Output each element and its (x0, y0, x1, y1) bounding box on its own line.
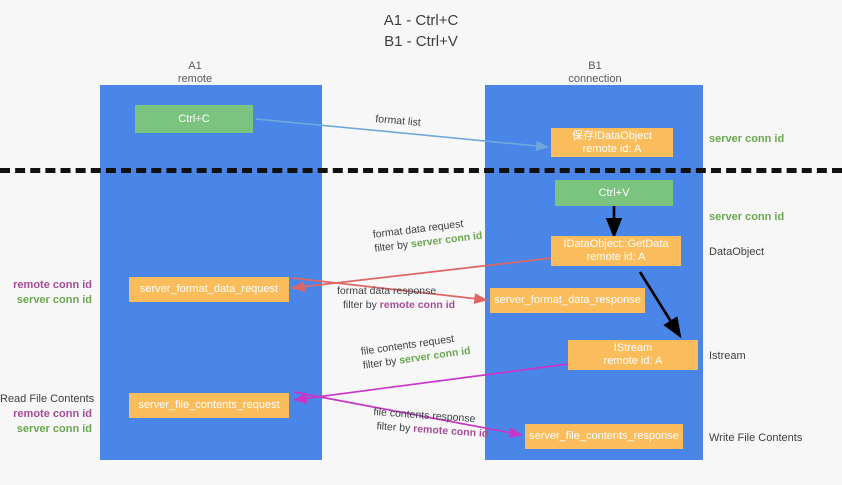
node-server-file-contents-response[interactable]: server_file_contents_response (525, 424, 683, 449)
node-server-file-contents-request[interactable]: server_file_contents_request (129, 393, 289, 418)
edge-label-file-contents-response-filter-prefix: filter by (376, 420, 414, 435)
right-label-write-file-contents: Write File Contents (709, 432, 803, 444)
left-label-block-format-remote: remote conn id (13, 279, 92, 291)
node-istream-line1: IStream (613, 342, 653, 354)
node-server-file-contents-response-label: server_file_contents_response (529, 430, 679, 442)
edge-label-file-contents-response-filter-value: remote conn id (412, 422, 489, 441)
edge-label-format-data-response-filter-prefix: filter by (343, 299, 380, 311)
edge-label-format-data-response-line1: format data response (337, 285, 437, 297)
left-label-block-file: Read File Contents remote conn id server… (0, 392, 95, 437)
node-save-idataobject-line2: remote id: A (582, 142, 642, 155)
node-getdata-line2: remote id: A (586, 251, 646, 263)
node-istream[interactable]: IStream remote id: A (568, 340, 698, 370)
left-label-block-file-server: server conn id (16, 423, 92, 435)
node-save-idataobject[interactable]: 保存IDataObject remote id: A (551, 128, 673, 157)
edge-label-file-contents-request-filter-prefix: filter by (362, 354, 401, 372)
lane-header-b1: B1 connection (568, 60, 622, 85)
left-label-block-file-remote: remote conn id (13, 408, 92, 420)
node-ctrl-v[interactable]: Ctrl+V (555, 180, 673, 206)
left-label-read-file-contents: Read File Contents (0, 393, 95, 405)
edge-label-format-data-request: format data request filter by server con… (372, 215, 483, 256)
right-label-dataobject: DataObject (709, 246, 765, 258)
node-ctrl-c-label: Ctrl+C (178, 112, 210, 125)
edge-label-format-list: format list (374, 112, 422, 129)
left-label-block-format: remote conn id server conn id (0, 278, 92, 308)
node-server-format-data-response[interactable]: server_format_data_response (490, 288, 645, 313)
node-istream-line2: remote id: A (603, 355, 663, 367)
node-server-format-data-response-label: server_format_data_response (494, 294, 641, 306)
node-getdata[interactable]: IDataObject::GetData remote id: A (551, 236, 681, 266)
edge-label-format-data-request-filter-prefix: filter by (373, 238, 412, 255)
node-server-format-data-request-label: server_format_data_request (139, 283, 279, 295)
edge-label-file-contents-request: file contents request filter by server c… (360, 330, 471, 373)
diagram-title: A1 - Ctrl+C B1 - Ctrl+V (383, 12, 459, 50)
edge-label-file-contents-response: file contents response filter by remote … (372, 405, 490, 441)
node-server-file-contents-request-label: server_file_contents_request (138, 399, 280, 411)
lane-header-a1: A1 remote (177, 60, 213, 85)
right-label-istream: Istream (709, 350, 746, 362)
edge-label-format-data-response-filter-value: remote conn id (379, 299, 456, 311)
edge-label-format-data-response: format data response filter by remote co… (337, 284, 455, 312)
node-getdata-line1: IDataObject::GetData (563, 238, 669, 250)
node-ctrl-c[interactable]: Ctrl+C (135, 105, 253, 133)
right-label-server-conn-id-mid: server conn id (709, 211, 785, 223)
left-label-block-format-server: server conn id (16, 294, 92, 306)
node-server-format-data-request[interactable]: server_format_data_request (129, 277, 289, 302)
node-save-idataobject-line1: 保存IDataObject (571, 129, 653, 142)
node-ctrl-v-label: Ctrl+V (598, 186, 630, 199)
phase-divider (0, 168, 842, 173)
right-label-server-conn-id-top: server conn id (709, 133, 785, 145)
